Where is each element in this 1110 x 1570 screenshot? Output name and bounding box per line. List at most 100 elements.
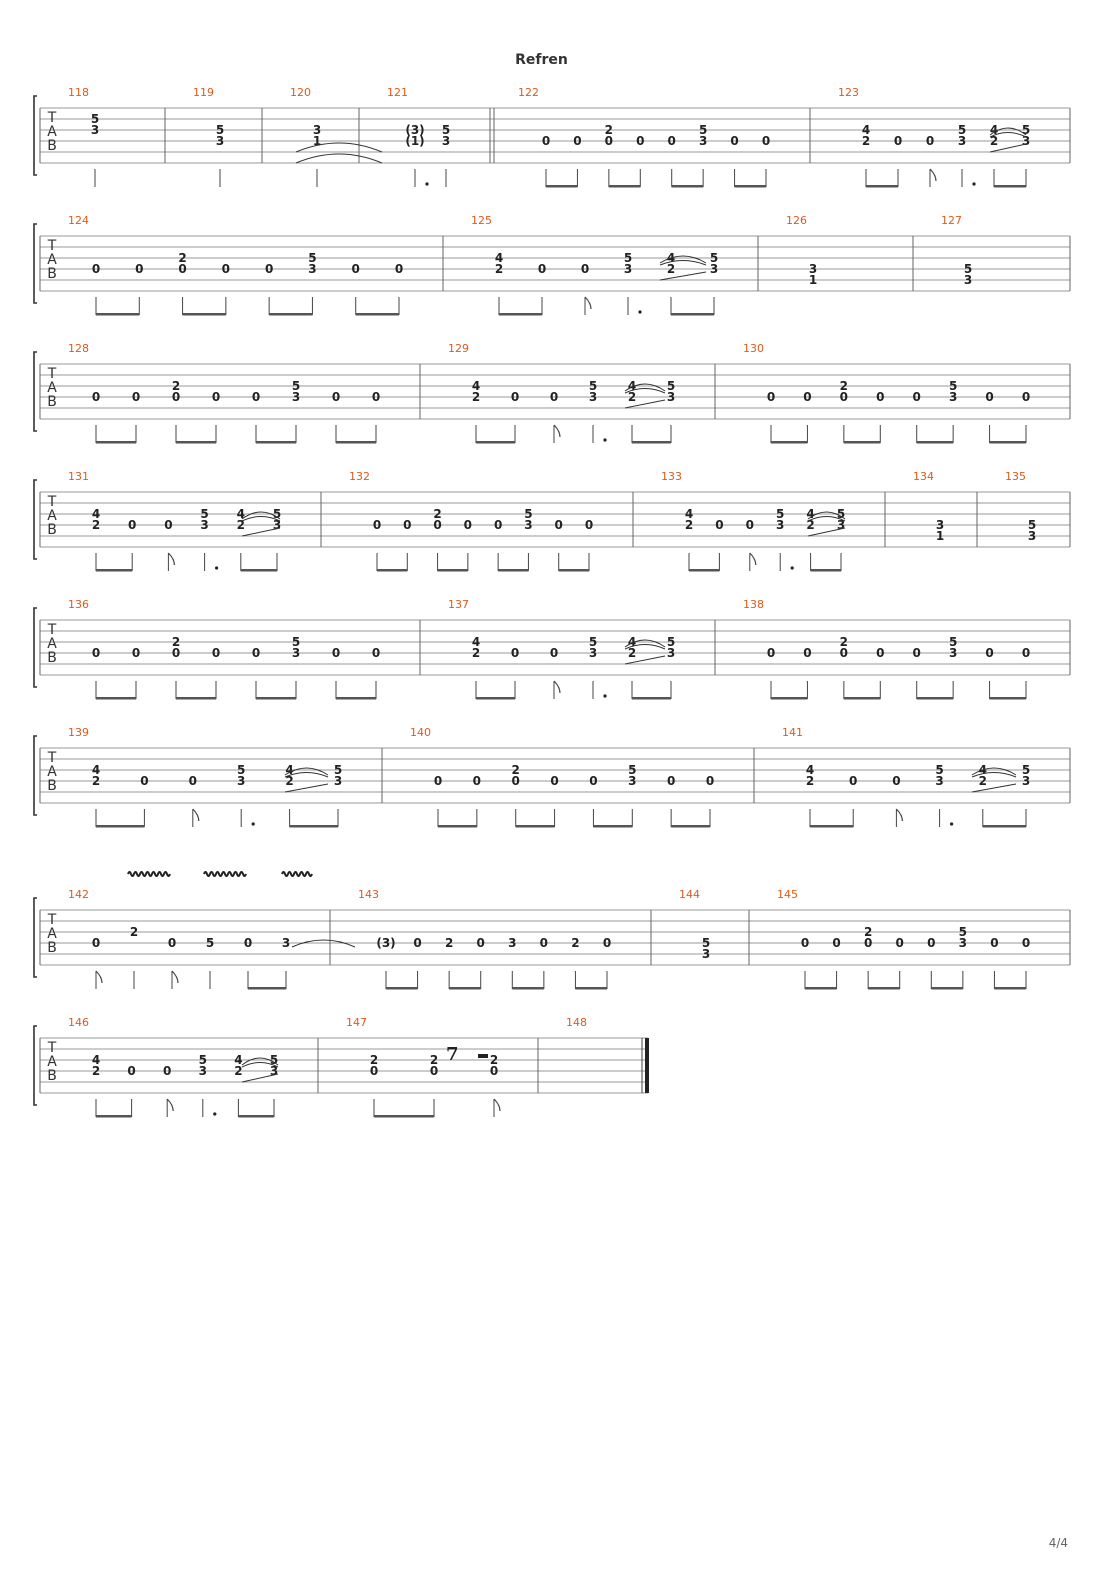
fret-number: 4 bbox=[628, 379, 636, 393]
slide-line bbox=[971, 783, 1017, 793]
fret-number: 3 bbox=[442, 134, 450, 148]
measure-number: 140 bbox=[410, 726, 431, 739]
slur-arc bbox=[624, 383, 666, 392]
measure-number: 137 bbox=[448, 598, 469, 611]
tab-clef-letter: T bbox=[47, 494, 57, 510]
fret-number: 0 bbox=[372, 390, 380, 404]
fret-number: (3) bbox=[376, 936, 395, 950]
fret-number: 0 bbox=[1022, 646, 1030, 660]
fret-number: 0 bbox=[395, 262, 403, 276]
measure-number: 134 bbox=[913, 470, 934, 483]
fret-number: 0 bbox=[511, 390, 519, 404]
fret-number: 2 bbox=[605, 123, 613, 137]
beam bbox=[256, 697, 296, 700]
fret-number: 5 bbox=[524, 507, 532, 521]
fret-number: 0 bbox=[373, 518, 381, 532]
fret-number: 3 bbox=[334, 774, 342, 788]
fret-number: 0 bbox=[540, 936, 548, 950]
vibrato-mark bbox=[281, 871, 313, 877]
fret-number: 0 bbox=[512, 774, 520, 788]
tab-clef-letter: T bbox=[47, 750, 57, 766]
slur-arc bbox=[807, 511, 846, 520]
fret-number: 0 bbox=[550, 774, 558, 788]
beam bbox=[671, 825, 710, 828]
fret-number: 3 bbox=[959, 936, 967, 950]
fret-number: 3 bbox=[935, 774, 943, 788]
fret-number: 3 bbox=[958, 134, 966, 148]
fret-number: 5 bbox=[624, 251, 632, 265]
fret-number: 0 bbox=[490, 1064, 498, 1078]
fret-number: 0 bbox=[896, 936, 904, 950]
beam bbox=[499, 313, 542, 316]
fret-number: 0 bbox=[803, 646, 811, 660]
tab-clef-letter: T bbox=[47, 366, 57, 382]
fret-number: 0 bbox=[92, 262, 100, 276]
slur-arc bbox=[624, 388, 666, 394]
slur-arc bbox=[807, 516, 846, 522]
fret-number: 4 bbox=[92, 763, 100, 777]
fret-number: 0 bbox=[464, 518, 472, 532]
system-bracket bbox=[33, 479, 37, 560]
fret-number: 2 bbox=[178, 251, 186, 265]
fret-number: 0 bbox=[876, 646, 884, 660]
fret-number: 2 bbox=[990, 134, 998, 148]
fret-number: 0 bbox=[840, 390, 848, 404]
fret-number: 0 bbox=[668, 134, 676, 148]
fret-number: 4 bbox=[806, 507, 814, 521]
fret-number: 3 bbox=[270, 1064, 278, 1078]
beam bbox=[96, 569, 133, 572]
beam bbox=[289, 825, 338, 828]
fret-number: 0 bbox=[332, 390, 340, 404]
fret-number: 2 bbox=[130, 925, 138, 939]
fret-number: 0 bbox=[172, 646, 180, 660]
fret-number: 4 bbox=[285, 763, 293, 777]
fret-number: 5 bbox=[589, 379, 597, 393]
fret-number: 0 bbox=[803, 390, 811, 404]
fret-number: 0 bbox=[985, 646, 993, 660]
tab-clef-letter: A bbox=[47, 764, 57, 780]
eighth-flag bbox=[553, 680, 561, 694]
fret-number: 0 bbox=[352, 262, 360, 276]
fret-number: 0 bbox=[172, 390, 180, 404]
fret-number: 2 bbox=[472, 390, 480, 404]
fret-number: 2 bbox=[430, 1053, 438, 1067]
fret-number: 3 bbox=[624, 262, 632, 276]
fret-number: 0 bbox=[585, 518, 593, 532]
rhythm-dot bbox=[950, 822, 954, 826]
fret-number: 5 bbox=[334, 763, 342, 777]
fret-number: 5 bbox=[308, 251, 316, 265]
fret-number: 2 bbox=[806, 518, 814, 532]
fret-number: 2 bbox=[864, 925, 872, 939]
fret-number: 2 bbox=[495, 262, 503, 276]
fret-number: 0 bbox=[252, 390, 260, 404]
vibrato-mark bbox=[203, 871, 247, 877]
fret-number: 0 bbox=[140, 774, 148, 788]
fret-number: 5 bbox=[91, 112, 99, 126]
fret-number: 0 bbox=[603, 936, 611, 950]
tab-clef-letter: B bbox=[47, 940, 57, 956]
fret-number: 4 bbox=[685, 507, 693, 521]
beam bbox=[476, 441, 515, 444]
fret-number: 3 bbox=[273, 518, 281, 532]
measure-number: 128 bbox=[68, 342, 89, 355]
tab-clef-letter: T bbox=[47, 622, 57, 638]
measure-number: 124 bbox=[68, 214, 89, 227]
fret-number: 0 bbox=[433, 518, 441, 532]
beam bbox=[96, 313, 140, 316]
fret-number: 1 bbox=[809, 273, 817, 287]
fret-number: 0 bbox=[864, 936, 872, 950]
slur-arc bbox=[989, 132, 1027, 138]
fret-number: 0 bbox=[550, 646, 558, 660]
beam bbox=[771, 697, 808, 700]
tab-clef-letter: A bbox=[47, 380, 57, 396]
fret-number: 5 bbox=[949, 635, 957, 649]
fret-number: 0 bbox=[985, 390, 993, 404]
measure-number: 127 bbox=[941, 214, 962, 227]
fret-number: 0 bbox=[511, 646, 519, 660]
tab-clef-letter: T bbox=[47, 110, 57, 126]
fret-number: 2 bbox=[490, 1053, 498, 1067]
fret-number: 5 bbox=[216, 123, 224, 137]
fret-number: 0 bbox=[589, 774, 597, 788]
eighth-flag bbox=[192, 808, 200, 822]
fret-number: 1 bbox=[313, 134, 321, 148]
